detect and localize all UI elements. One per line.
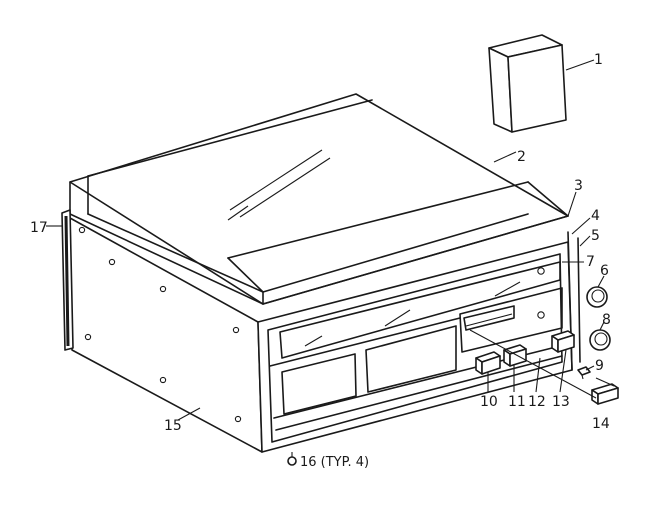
callout-3: 3 (574, 178, 583, 194)
part-2-lid (69, 93, 569, 305)
callout-10: 10 (480, 394, 498, 410)
button-10 (475, 351, 501, 375)
callout-2: 2 (517, 149, 526, 165)
button-11 (503, 344, 527, 367)
callout-15: 15 (164, 418, 182, 434)
callout-11: 11 (508, 394, 526, 410)
part-1-box (488, 34, 567, 133)
callout-7: 7 (586, 254, 595, 270)
part-17-rail (61, 209, 74, 351)
knob-6 (586, 286, 608, 308)
button-13 (551, 330, 575, 353)
knob-8 (589, 329, 611, 351)
callout-9: 9 (595, 358, 604, 374)
leader-lines (46, 59, 615, 421)
callout-16: 16 (TYP. 4) (300, 455, 369, 470)
callout-4: 4 (591, 208, 600, 224)
callout-8: 8 (602, 312, 611, 328)
callout-labels: 1 2 3 4 5 6 7 8 9 10 11 12 13 14 15 16 (… (30, 52, 611, 470)
cabinet-body (69, 217, 581, 453)
callout-1: 1 (594, 52, 603, 68)
part-14-block (591, 383, 619, 405)
part-16-foot (287, 452, 297, 466)
callout-5: 5 (591, 228, 600, 244)
callout-13: 13 (552, 394, 570, 410)
callout-17: 17 (30, 220, 48, 236)
callout-12: 12 (528, 394, 546, 410)
callout-6: 6 (600, 263, 609, 279)
callout-14: 14 (592, 416, 610, 432)
